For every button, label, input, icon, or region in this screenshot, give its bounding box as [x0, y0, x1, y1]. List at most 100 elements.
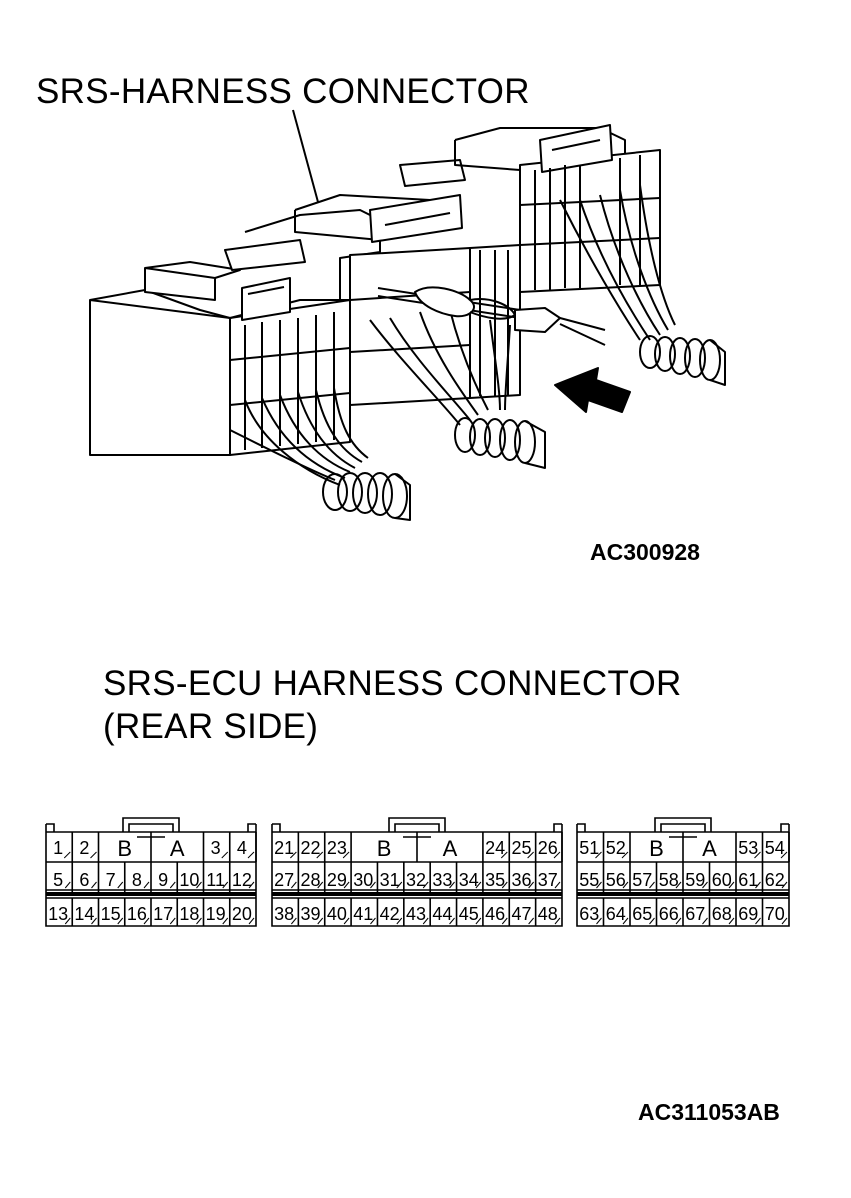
- pin-21: 21: [274, 838, 294, 858]
- pin-53: 53: [738, 838, 758, 858]
- pin-68: 68: [712, 904, 732, 924]
- pin-64: 64: [606, 904, 626, 924]
- pin-22: 22: [301, 838, 321, 858]
- pin-70: 70: [765, 904, 785, 924]
- pin-13: 13: [48, 904, 68, 924]
- pin-44: 44: [432, 904, 452, 924]
- harness-connector-title: SRS-HARNESS CONNECTOR: [36, 72, 530, 111]
- top-figure-code: AC300928: [590, 539, 700, 565]
- connector-corner: [553, 823, 562, 832]
- wiring-left: [229, 387, 369, 486]
- direction-arrow: [554, 367, 631, 413]
- pin-60: 60: [712, 870, 732, 890]
- pin-41: 41: [353, 904, 373, 924]
- connector-block-right: [454, 124, 661, 293]
- key-a: A: [443, 836, 458, 861]
- pin-33: 33: [432, 870, 452, 890]
- wiring-middle: [369, 309, 511, 426]
- pin-23: 23: [327, 838, 347, 858]
- pin-31: 31: [380, 870, 400, 890]
- pin-4: 4: [237, 838, 247, 858]
- latch-tab: [388, 817, 446, 832]
- pin-32: 32: [406, 870, 426, 890]
- key-a: A: [170, 836, 185, 861]
- connector-corner: [577, 823, 586, 832]
- pin-69: 69: [738, 904, 758, 924]
- ecu-connector-title: SRS-ECU HARNESS CONNECTOR: [103, 664, 682, 703]
- pin-57: 57: [632, 870, 652, 890]
- latch-tab: [654, 817, 712, 832]
- pin-47: 47: [511, 904, 531, 924]
- connector-corner: [247, 823, 256, 832]
- pin-8: 8: [132, 870, 142, 890]
- connector-right: 51 52 B A 53 54 55 56 57 58 59 60 61 62 63 64 65 66 67 68 69…: [576, 817, 790, 927]
- pin-37: 37: [538, 870, 558, 890]
- key-b: B: [117, 836, 132, 861]
- pin-38: 38: [274, 904, 294, 924]
- pin-27: 27: [274, 870, 294, 890]
- pin-11: 11: [206, 870, 225, 890]
- pin-58: 58: [659, 870, 679, 890]
- connector-block-left: [89, 239, 351, 456]
- pin-19: 19: [206, 904, 226, 924]
- pin-42: 42: [380, 904, 400, 924]
- lock-bar: [46, 892, 256, 896]
- pin-18: 18: [179, 904, 199, 924]
- key-b: B: [649, 836, 664, 861]
- pin-17: 17: [153, 904, 173, 924]
- pin-65: 65: [632, 904, 652, 924]
- corrugated-tube-middle: [454, 417, 546, 469]
- pin-10: 10: [179, 870, 199, 890]
- pin-24: 24: [485, 838, 505, 858]
- latch-tab: [122, 817, 180, 832]
- pin-61: 61: [738, 870, 758, 890]
- title-leader-line: [292, 109, 319, 203]
- test-probe: [377, 286, 606, 346]
- pin-2: 2: [79, 838, 89, 858]
- pin-6: 6: [79, 870, 89, 890]
- connector-corner: [272, 823, 281, 832]
- pin-62: 62: [765, 870, 785, 890]
- pin-55: 55: [579, 870, 599, 890]
- pin-48: 48: [538, 904, 558, 924]
- pin-40: 40: [327, 904, 347, 924]
- pin-20: 20: [232, 904, 252, 924]
- pin-66: 66: [659, 904, 679, 924]
- harness-connector-illustration: [89, 109, 726, 521]
- pin-1: 1: [53, 838, 63, 858]
- pin-43: 43: [406, 904, 426, 924]
- key-b: B: [377, 836, 392, 861]
- pin-67: 67: [685, 904, 705, 924]
- pin-46: 46: [485, 904, 505, 924]
- pin-59: 59: [685, 870, 705, 890]
- pin-52: 52: [606, 838, 626, 858]
- pin-14: 14: [74, 904, 94, 924]
- key-a: A: [702, 836, 717, 861]
- pin-28: 28: [301, 870, 321, 890]
- pin-16: 16: [127, 904, 147, 924]
- pin-36: 36: [511, 870, 531, 890]
- pin-26: 26: [538, 838, 558, 858]
- corrugated-tube-left: [322, 472, 411, 521]
- pin-56: 56: [606, 870, 626, 890]
- pin-29: 29: [327, 870, 347, 890]
- wiring-right: [559, 184, 676, 341]
- lock-bar: [272, 892, 562, 896]
- pin-3: 3: [211, 838, 221, 858]
- pin-12: 12: [232, 870, 252, 890]
- bottom-figure-code: AC311053AB: [638, 1099, 780, 1125]
- pin-35: 35: [485, 870, 505, 890]
- pin-25: 25: [511, 838, 531, 858]
- pin-54: 54: [765, 838, 785, 858]
- pin-15: 15: [101, 904, 121, 924]
- pin-63: 63: [579, 904, 599, 924]
- connector-corner: [46, 823, 55, 832]
- pin-51: 51: [579, 838, 599, 858]
- pin-39: 39: [301, 904, 321, 924]
- pin-5: 5: [53, 870, 63, 890]
- pin-30: 30: [353, 870, 373, 890]
- pin-9: 9: [158, 870, 168, 890]
